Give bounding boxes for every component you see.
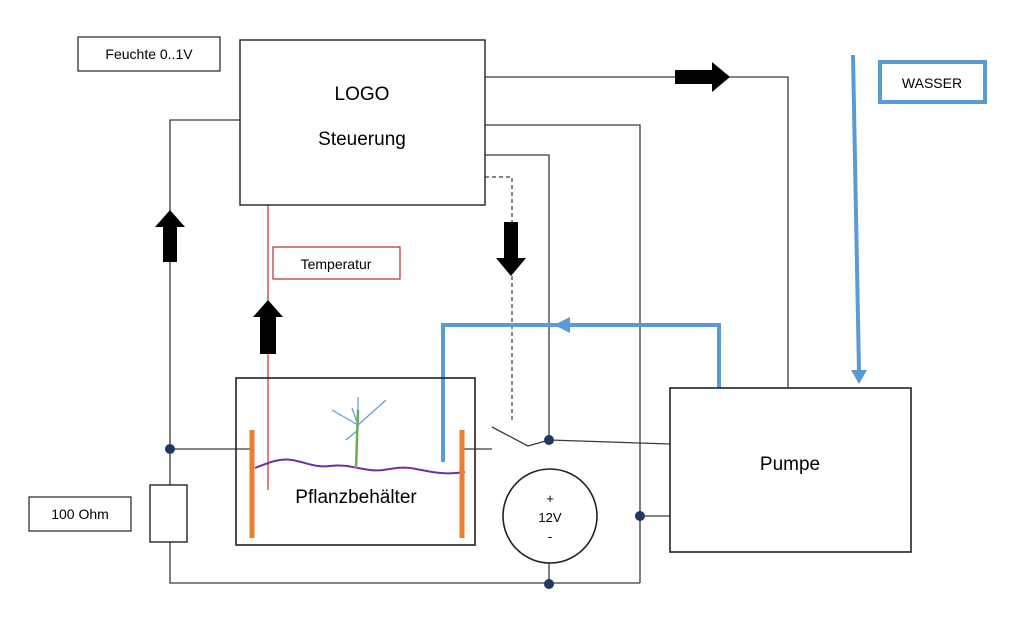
junction-dot xyxy=(544,435,554,445)
arrow-right-pump-icon xyxy=(675,62,730,92)
soil-line xyxy=(254,458,466,475)
arrow-up-feuchte-icon xyxy=(155,210,185,262)
pump-box xyxy=(669,387,912,553)
wire-resistor-to-ground xyxy=(169,542,640,584)
logo-subtitle: Steuerung xyxy=(318,129,406,150)
wasser-label-box xyxy=(878,60,987,104)
battery-voltage-label: 12V xyxy=(538,510,561,525)
wire-relay-control xyxy=(485,176,513,422)
resistor-label-box xyxy=(28,496,132,532)
plant-container-box xyxy=(235,377,476,546)
junction-dots xyxy=(165,435,645,589)
feuchte-label: Feuchte 0..1V xyxy=(105,46,193,62)
pipe-pump-to-plant xyxy=(441,323,721,462)
wasser-label: WASSER xyxy=(902,75,962,91)
wire-battery-to-pump xyxy=(548,439,671,445)
logo-title: LOGO xyxy=(335,84,390,105)
pump-label: Pumpe xyxy=(760,454,820,475)
logo-controller-box xyxy=(239,39,486,206)
resistor-label: 100 Ohm xyxy=(51,506,109,522)
temperatur-label: Temperatur xyxy=(301,256,372,272)
junction-dot xyxy=(165,444,175,454)
arrow-down-relay-icon xyxy=(496,222,526,276)
temperatur-label-box xyxy=(272,246,401,280)
wire-logo-to-pump xyxy=(485,76,789,388)
water-inlet-arrowhead xyxy=(851,370,867,384)
junction-dot xyxy=(544,579,554,589)
pipe-water-inlet xyxy=(851,54,861,373)
switch-lever xyxy=(491,426,529,447)
battery-symbol xyxy=(502,468,598,564)
junction-dot xyxy=(635,511,645,521)
plant-container-label: Pflanzbehälter xyxy=(295,487,417,508)
wire-logo-to-battery xyxy=(485,154,550,440)
battery-minus-label: - xyxy=(548,529,552,544)
wire-logo-to-ground xyxy=(485,124,641,583)
water-flow-arrowhead xyxy=(554,317,570,333)
signal-arrows xyxy=(155,62,730,354)
arrow-up-temperature-icon xyxy=(253,300,283,354)
battery-plus-label: + xyxy=(546,491,554,506)
wire-feuchte-sense xyxy=(169,119,240,449)
plant-icon xyxy=(331,397,387,469)
feuchte-label-box xyxy=(77,36,221,72)
wires xyxy=(169,76,789,584)
water-pipes xyxy=(441,54,861,462)
resistor-symbol xyxy=(149,484,188,543)
